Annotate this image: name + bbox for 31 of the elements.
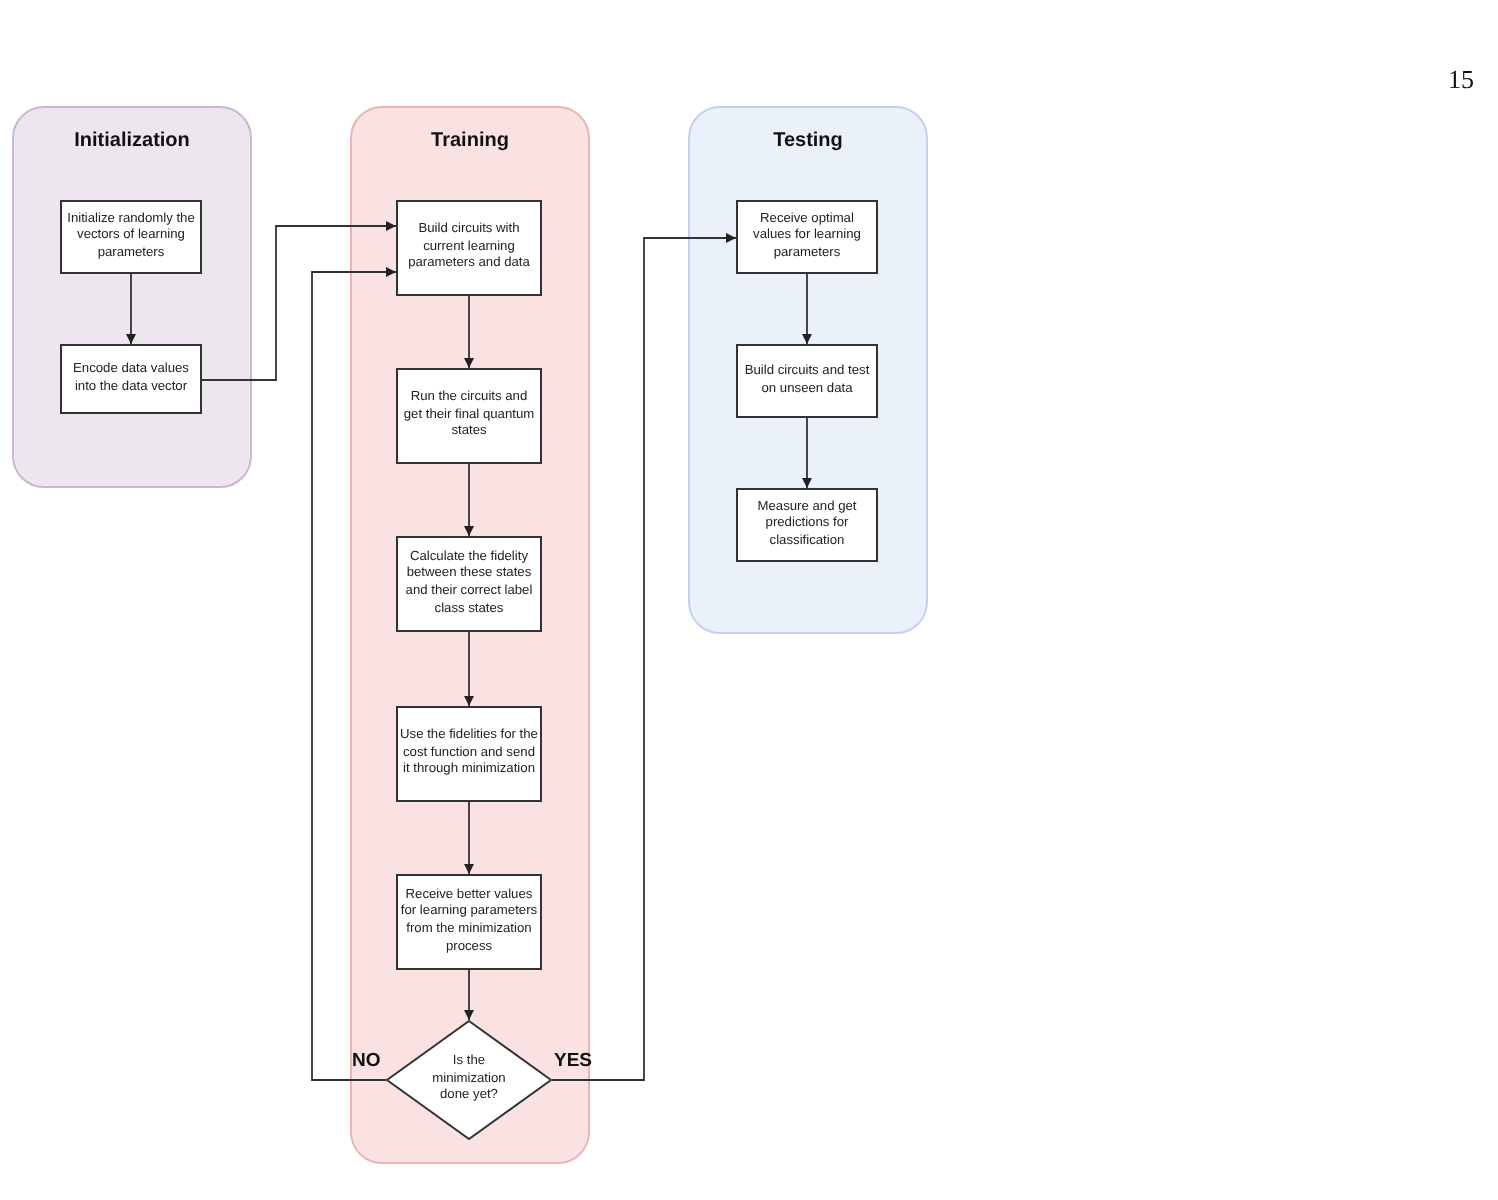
lane-title: Initialization <box>72 130 192 152</box>
process-box <box>736 488 878 562</box>
arrow <box>802 417 812 489</box>
decision-diamond <box>386 1020 552 1140</box>
process-box <box>396 536 542 632</box>
arrow <box>126 273 136 345</box>
arrow <box>464 631 474 707</box>
process-box <box>736 344 878 418</box>
arrow <box>464 801 474 875</box>
process-box <box>396 200 542 296</box>
process-box <box>60 200 202 274</box>
process-box <box>736 200 878 274</box>
arrow <box>464 295 474 369</box>
swimlane <box>350 106 590 1164</box>
arrow <box>551 233 737 1081</box>
process-box <box>396 874 542 970</box>
swimlane <box>688 106 928 634</box>
edge-label: YES <box>554 1050 593 1072</box>
arrow <box>201 221 397 381</box>
process-box <box>396 706 542 802</box>
arrow <box>311 267 397 1081</box>
page-number: 15 <box>1448 64 1474 96</box>
arrow <box>464 463 474 537</box>
arrow <box>464 969 474 1021</box>
lane-title: Testing <box>771 130 845 152</box>
process-box <box>396 368 542 464</box>
arrow <box>802 273 812 345</box>
swimlane <box>12 106 252 488</box>
edge-label: NO <box>352 1050 381 1072</box>
lane-title: Training <box>429 130 511 152</box>
process-box <box>60 344 202 414</box>
